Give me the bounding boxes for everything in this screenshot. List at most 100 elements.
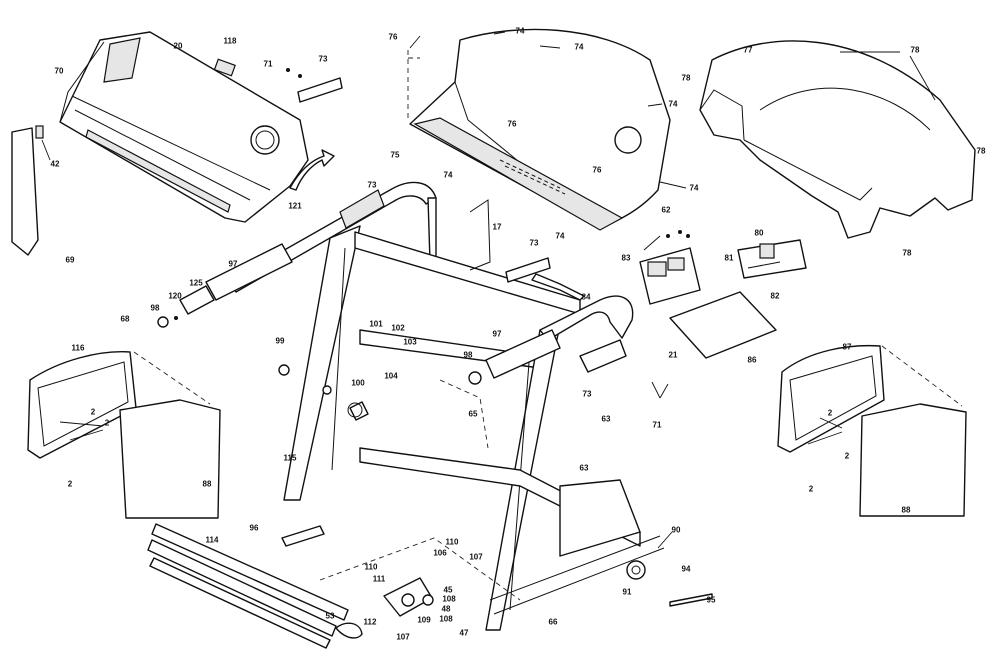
callout-label: 98 (150, 303, 160, 313)
callout-label: 83 (621, 253, 631, 263)
wheel (626, 560, 646, 580)
callout-label: 103 (403, 337, 417, 347)
mounting-plate (669, 291, 777, 359)
upright-bracket-left (297, 77, 343, 103)
callout-label: 78 (902, 248, 912, 258)
callout-label: 98 (463, 350, 473, 360)
display-hood (409, 28, 671, 231)
rotation-arrow-icon (289, 149, 335, 191)
callout-label: 120 (168, 291, 182, 301)
callout-label: 86 (747, 355, 757, 365)
callout-label: 78 (681, 73, 691, 83)
callout-label: 80 (754, 228, 764, 238)
callout-label: 74 (443, 170, 453, 180)
callout-label: 108 (439, 614, 453, 624)
side-cover-right (859, 403, 967, 517)
callout-label: 74 (689, 183, 699, 193)
callout-label: 84 (581, 292, 591, 302)
callout-label: 2 (104, 418, 110, 428)
callout-label: 78 (910, 45, 920, 55)
safety-key (335, 622, 363, 639)
release-pin (669, 593, 713, 607)
callout-label: 73 (582, 389, 592, 399)
callout-label: 62 (661, 205, 671, 215)
callout-label: 21 (668, 350, 678, 360)
wire-harness (531, 273, 585, 301)
callout-label: 107 (396, 632, 410, 642)
side-frame-right (777, 344, 885, 453)
callout-label: 73 (318, 54, 328, 64)
callout-label: 66 (548, 617, 558, 627)
callout-label: 110 (445, 537, 459, 547)
callout-label: 94 (681, 564, 691, 574)
end-caps (278, 364, 369, 421)
side-rails (147, 523, 349, 649)
callout-label: 108 (442, 594, 456, 604)
callout-label: 53 (325, 611, 335, 621)
callout-label: 97 (492, 329, 502, 339)
callout-label: 82 (770, 291, 780, 301)
callout-label: 2 (67, 479, 73, 489)
callout-label: 48 (441, 604, 451, 614)
handrail-grip-left (157, 243, 293, 328)
callout-label: 2 (90, 407, 96, 417)
callout-label: 74 (668, 99, 678, 109)
callout-label: 70 (54, 66, 64, 76)
callout-label: 74 (515, 26, 525, 36)
callout-label: 76 (388, 32, 398, 42)
callout-label: 104 (384, 371, 398, 381)
callout-label: 73 (529, 238, 539, 248)
callout-label: 115 (283, 453, 297, 463)
callout-label: 106 (433, 548, 447, 558)
callout-label: 102 (391, 323, 405, 333)
controller-board (639, 247, 701, 305)
callout-label: 77 (743, 45, 753, 55)
callout-label: 42 (50, 159, 60, 169)
callout-label: 107 (469, 552, 483, 562)
leader-lines (41, 31, 936, 549)
callout-label: 76 (507, 119, 517, 129)
callout-label: 118 (223, 36, 237, 46)
callout-label: 45 (443, 585, 453, 595)
callout-label: 2 (827, 408, 833, 418)
callout-label: 110 (364, 562, 378, 572)
callout-label: 109 (417, 615, 431, 625)
callout-label: 97 (228, 259, 238, 269)
callout-label: 88 (202, 479, 212, 489)
callout-label: 75 (390, 150, 400, 160)
callout-label: 76 (592, 165, 602, 175)
callout-label: 112 (363, 617, 377, 627)
callout-label: 2 (808, 484, 814, 494)
handrail-right (468, 295, 634, 385)
callout-label: 90 (671, 525, 681, 535)
callout-label: 101 (369, 319, 383, 329)
side-cover-left (119, 399, 221, 519)
callout-label: 69 (65, 255, 75, 265)
callout-label: 87 (842, 342, 852, 352)
callout-label: 114 (205, 535, 219, 545)
console-housing (59, 31, 309, 223)
motor-hood (699, 40, 976, 239)
callout-label: 71 (263, 59, 273, 69)
foot-pad (281, 525, 325, 547)
callout-label: 121 (288, 201, 302, 211)
side-frame-left (27, 351, 137, 459)
callout-label: 95 (706, 595, 716, 605)
callout-label: 100 (351, 378, 365, 388)
callout-label: 2 (844, 451, 850, 461)
callout-label: 99 (275, 336, 285, 346)
callout-label: 71 (652, 420, 662, 430)
callout-label: 125 (189, 278, 203, 288)
upright-bracket-right (505, 257, 551, 283)
callout-label: 74 (574, 42, 584, 52)
callout-label: 116 (71, 343, 85, 353)
callout-label: 91 (622, 587, 632, 597)
callout-label: 17 (492, 222, 502, 232)
callout-label: 96 (249, 523, 259, 533)
callout-label: 63 (601, 414, 611, 424)
callout-label: 88 (901, 505, 911, 515)
base-frame (359, 447, 665, 615)
callout-label: 78 (976, 146, 986, 156)
